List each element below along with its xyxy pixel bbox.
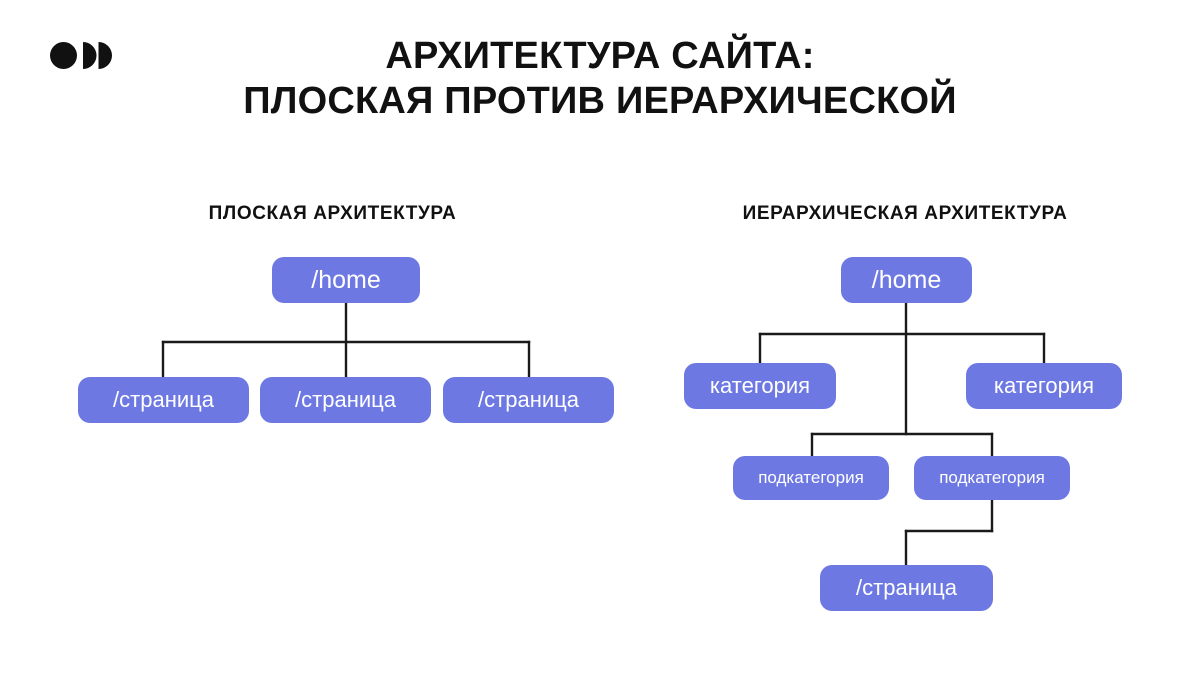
hier-node-subcategory-1[interactable]: подкатегория bbox=[733, 456, 889, 500]
logo-circle-icon bbox=[50, 42, 77, 69]
flat-node-page-3[interactable]: /страница bbox=[443, 377, 614, 423]
hier-node-page[interactable]: /страница bbox=[820, 565, 993, 611]
section-heading-hierarchical: ИЕРАРХИЧЕСКАЯ АРХИТЕКТУРА bbox=[742, 203, 1068, 224]
section-heading-flat: ПЛОСКАЯ АРХИТЕКТУРА bbox=[208, 203, 457, 224]
page-title-line-2: ПЛОСКАЯ ПРОТИВ ИЕРАРХИЧЕСКОЙ bbox=[243, 79, 957, 122]
hier-node-subcategory-2[interactable]: подкатегория bbox=[914, 456, 1070, 500]
hier-node-home[interactable]: /home bbox=[841, 257, 972, 303]
odd-logo bbox=[50, 42, 112, 69]
page-title-line-1: АРХИТЕКТУРА САЙТА: bbox=[385, 35, 815, 77]
flat-node-page-2[interactable]: /страница bbox=[260, 377, 431, 423]
logo-half-circle-icon-1 bbox=[83, 42, 97, 69]
logo-half-circle-icon-2 bbox=[98, 42, 112, 69]
flat-node-page-1[interactable]: /страница bbox=[78, 377, 249, 423]
hier-node-category-2[interactable]: категория bbox=[966, 363, 1122, 409]
hier-node-category-1[interactable]: категория bbox=[684, 363, 836, 409]
flat-node-home[interactable]: /home bbox=[272, 257, 420, 303]
page-title: АРХИТЕКТУРА САЙТА: ПЛОСКАЯ ПРОТИВ ИЕРАРХ… bbox=[0, 34, 1200, 124]
